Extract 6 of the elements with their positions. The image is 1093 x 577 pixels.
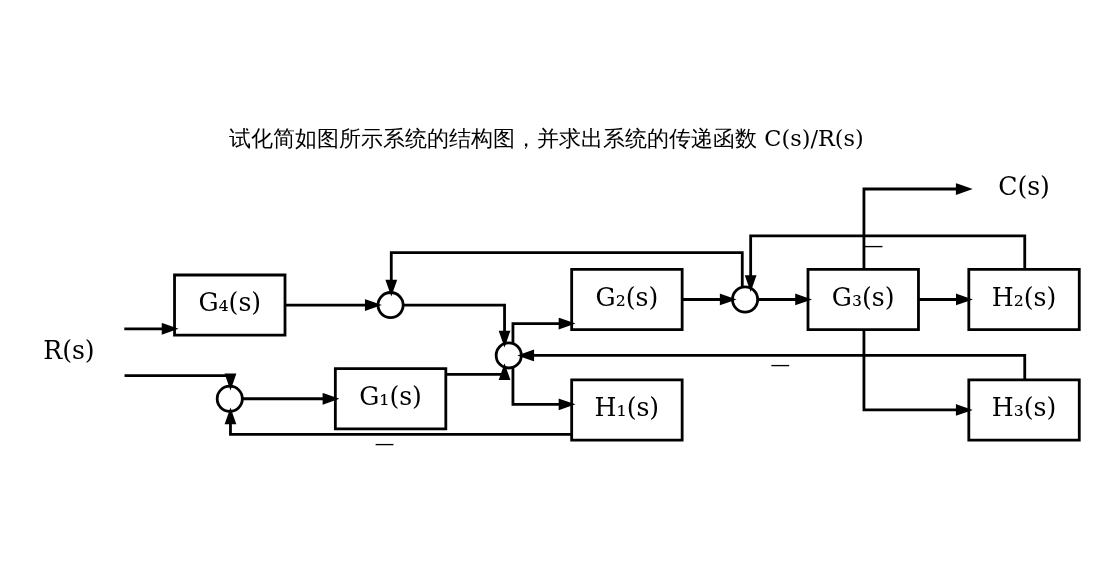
edge-label: — xyxy=(374,431,395,455)
edge-label: — xyxy=(863,233,884,257)
node-text: C(s) xyxy=(998,171,1050,201)
diagram-title: 试化简如图所示系统的结构图，并求出系统的传递函数 C(s)/R(s) xyxy=(229,124,864,151)
edge-label: — xyxy=(770,352,791,376)
node-text: R(s) xyxy=(43,335,95,365)
